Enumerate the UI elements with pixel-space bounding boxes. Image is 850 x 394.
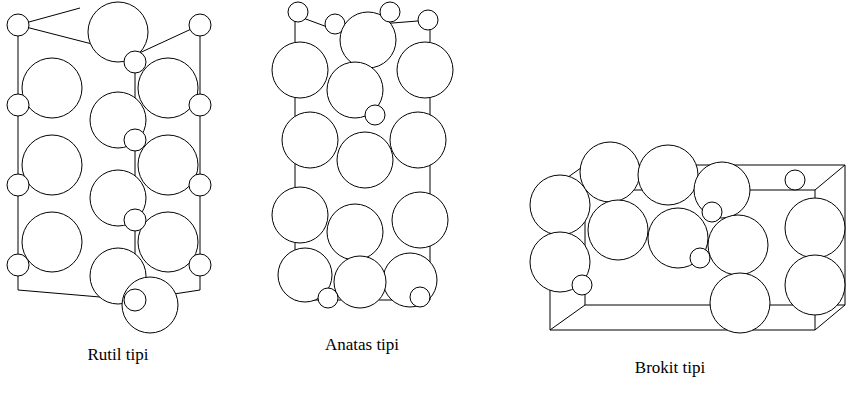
structure-caption: Anatas tipi	[325, 335, 399, 355]
structure-caption: Brokit tipi	[635, 358, 705, 378]
structure-caption: Rutil tipi	[88, 345, 149, 365]
anatase-structure	[272, 2, 453, 308]
brookite-structure	[530, 142, 845, 333]
rutile-structure	[7, 2, 211, 333]
